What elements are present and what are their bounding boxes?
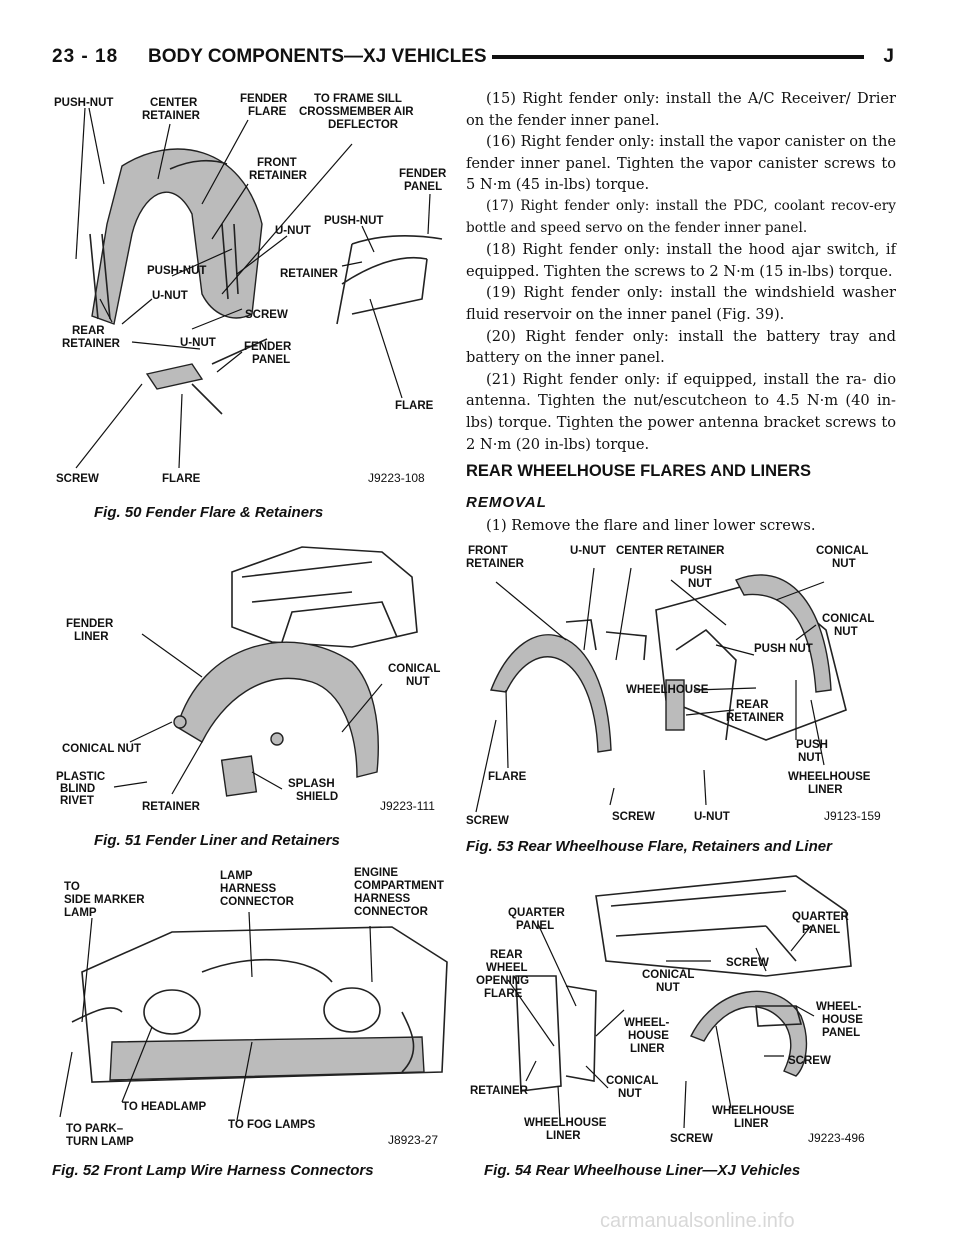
figure-52-caption: Fig. 52 Front Lamp Wire Harness Connecto…: [52, 1162, 374, 1179]
label-retainer: RETAINER: [470, 1085, 529, 1097]
label-to-fog-lamps: TO FOG LAMPS: [228, 1119, 316, 1131]
label-retainer: RETAINER: [142, 801, 201, 813]
page-header: 23 - 18 BODY COMPONENTS—XJ VEHICLES J: [52, 46, 894, 74]
label-screw-right: SCREW: [788, 1055, 831, 1067]
figure-51-code: J9223-111: [380, 799, 435, 813]
removal-step-1: (1) Remove the flare and liner lower scr…: [486, 517, 816, 534]
label-screw-top: SCREW: [726, 957, 769, 969]
figure-54-caption: Fig. 54 Rear Wheelhouse Liner—XJ Vehicle…: [484, 1162, 801, 1179]
label-to-headlamp: TO HEADLAMP: [122, 1101, 206, 1113]
step-16: (16) Right fender only: install the vapo…: [466, 133, 896, 194]
label-push-nut-mid: PUSH NUT: [754, 643, 813, 655]
label-flare-bottom: FLARE: [162, 473, 201, 485]
removal-heading: REMOVAL: [466, 494, 547, 511]
figure-54-code: J9223-496: [808, 1131, 865, 1145]
page-number: 23 - 18: [52, 46, 119, 67]
label-push-nut: PUSH-NUT: [54, 97, 113, 109]
installation-steps: (15) Right fender only: install the A/C …: [466, 88, 896, 455]
step-15: (15) Right fender only: install the A/C …: [466, 90, 896, 129]
label-center-retainer: CENTER RETAINER: [616, 545, 725, 557]
label-u-nut-mid: U-NUT: [152, 290, 188, 302]
figure-53-code: J9123-159: [824, 809, 881, 823]
label-flare: FLARE: [488, 771, 527, 783]
label-flare-right: FLARE: [395, 400, 434, 412]
label-screw-bottom: SCREW: [670, 1133, 713, 1145]
step-18: (18) Right fender only: install the hood…: [466, 241, 896, 280]
figure-53-caption: Fig. 53 Rear Wheelhouse Flare, Retainers…: [466, 838, 832, 855]
figure-51-caption: Fig. 51 Fender Liner and Retainers: [94, 832, 340, 849]
step-19: (19) Right fender only: install the wind…: [466, 284, 896, 323]
chapter-title: BODY COMPONENTS—XJ VEHICLES: [148, 46, 487, 67]
watermark: carmanualsonline.info: [600, 1210, 795, 1232]
label-screw-bottom: SCREW: [56, 473, 99, 485]
step-21: (21) Right fender only: if equipped, ins…: [466, 370, 896, 453]
label-screw-left: SCREW: [466, 815, 509, 827]
label-u-nut-bottom: U-NUT: [180, 337, 216, 349]
label-u-nut-top: U-NUT: [570, 545, 606, 557]
label-conical-nut-left: CONICAL NUT: [62, 743, 141, 755]
label-screw-top: SCREW: [245, 309, 288, 321]
label-push-nut-center: PUSH-NUT: [147, 265, 206, 277]
step-20: (20) Right fender only: install the batt…: [466, 327, 896, 367]
label-retainer: RETAINER: [280, 268, 339, 280]
section-heading: REAR WHEELHOUSE FLARES AND LINERS: [466, 462, 811, 480]
figure-52-code: J8923-27: [388, 1133, 438, 1147]
vehicle-mark: J: [883, 46, 894, 67]
label-to-park-turn-lamp: TO PARK–TURN LAMP: [66, 1123, 134, 1148]
figure-50-caption: Fig. 50 Fender Flare & Retainers: [94, 504, 324, 521]
label-wheelhouse: WHEELHOUSE: [626, 684, 709, 696]
step-17: (17) Right fender only: install the PDC,…: [466, 197, 896, 236]
removal-steps: (1) Remove the flare and liner lower scr…: [466, 515, 896, 537]
label-push-nut-right: PUSH-NUT: [324, 215, 383, 227]
header-rule: [492, 55, 864, 59]
label-screw-mid: SCREW: [612, 811, 655, 823]
label-u-nut-bottom: U-NUT: [694, 811, 730, 823]
label-u-nut-top: U-NUT: [275, 225, 311, 237]
figure-50-code: J9223-108: [368, 471, 425, 485]
